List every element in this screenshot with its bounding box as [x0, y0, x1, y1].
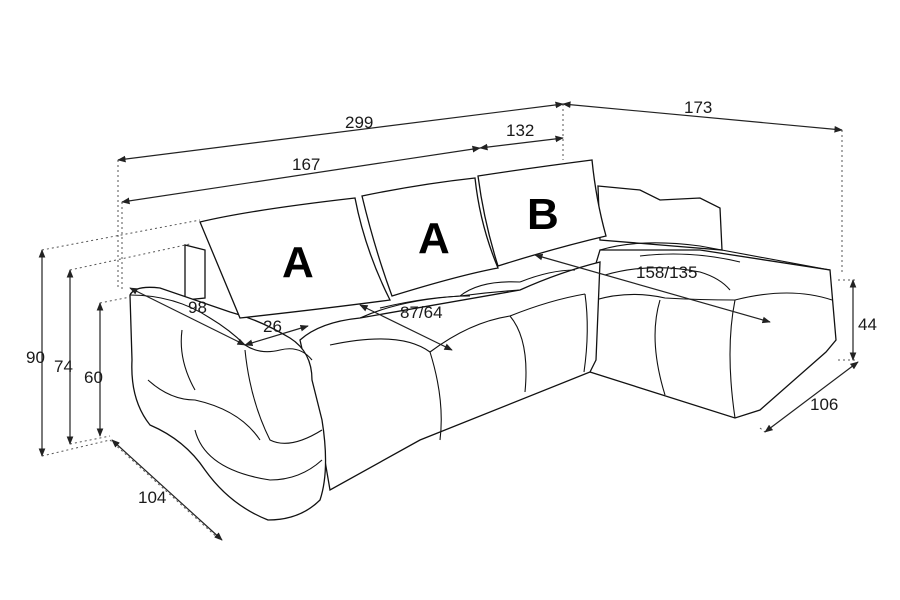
dimension-lines: [38, 101, 859, 541]
dim-seat-height: 44: [858, 315, 877, 334]
dim-chaise-seat-length: 158/135: [636, 263, 697, 282]
dim-chaise-width: 106: [810, 395, 838, 414]
dim-height-arm: 60: [84, 368, 103, 387]
dim-arm-width: 26: [263, 317, 282, 336]
dim-height-total: 90: [26, 348, 45, 367]
dim-chaise-depth-top: 173: [684, 98, 712, 117]
dim-depth-front: 104: [138, 488, 166, 507]
cushion-label-left: A: [282, 238, 314, 287]
dim-chaise-part-width: 132: [506, 121, 534, 140]
dim-arm-depth: 98: [188, 298, 207, 317]
cushion-label-middle: A: [418, 214, 450, 263]
pillow-right: [477, 159, 607, 267]
cushion-label-right: B: [527, 190, 559, 239]
dim-total-width: 299: [345, 113, 373, 132]
dim-height-back: 74: [54, 357, 73, 376]
dim-seat-width: 167: [292, 155, 320, 174]
dim-seat-depth: 87/64: [400, 303, 443, 322]
